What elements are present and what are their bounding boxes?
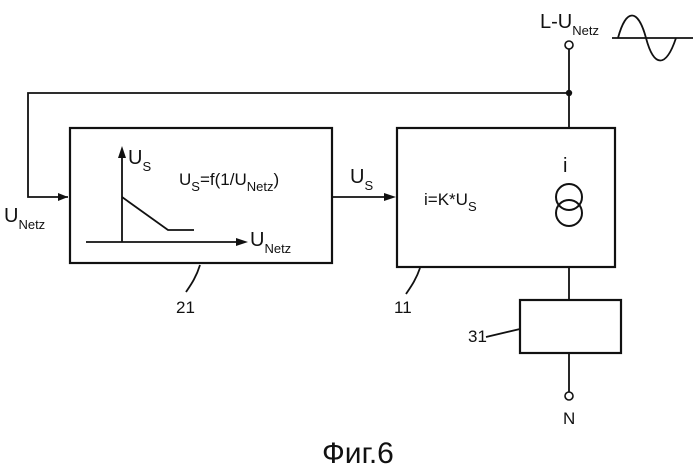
neutral-terminal — [565, 392, 573, 400]
block-31-leader — [486, 329, 520, 337]
block-11-leader — [406, 268, 420, 294]
figure-caption: Фиг.6 — [322, 437, 394, 470]
sine-wave-icon — [612, 16, 693, 61]
current-source-label: i — [563, 155, 567, 177]
current-source-upper-circle — [556, 184, 582, 210]
supply-label: L-UNetz — [540, 11, 599, 38]
arrow-into-block-21 — [58, 193, 68, 201]
block-21-ref: 21 — [176, 298, 195, 317]
block-11-ref: 11 — [394, 298, 412, 317]
block-21-leader — [186, 265, 200, 292]
input-label: UNetz — [4, 205, 45, 232]
supply-terminal — [565, 41, 573, 49]
neutral-label: N — [563, 409, 575, 428]
block-31-ref: 31 — [468, 327, 487, 346]
block-31 — [520, 300, 621, 353]
junction-dot — [566, 90, 572, 96]
arrow-into-block-11 — [384, 193, 396, 201]
signal-label: US — [350, 166, 373, 193]
